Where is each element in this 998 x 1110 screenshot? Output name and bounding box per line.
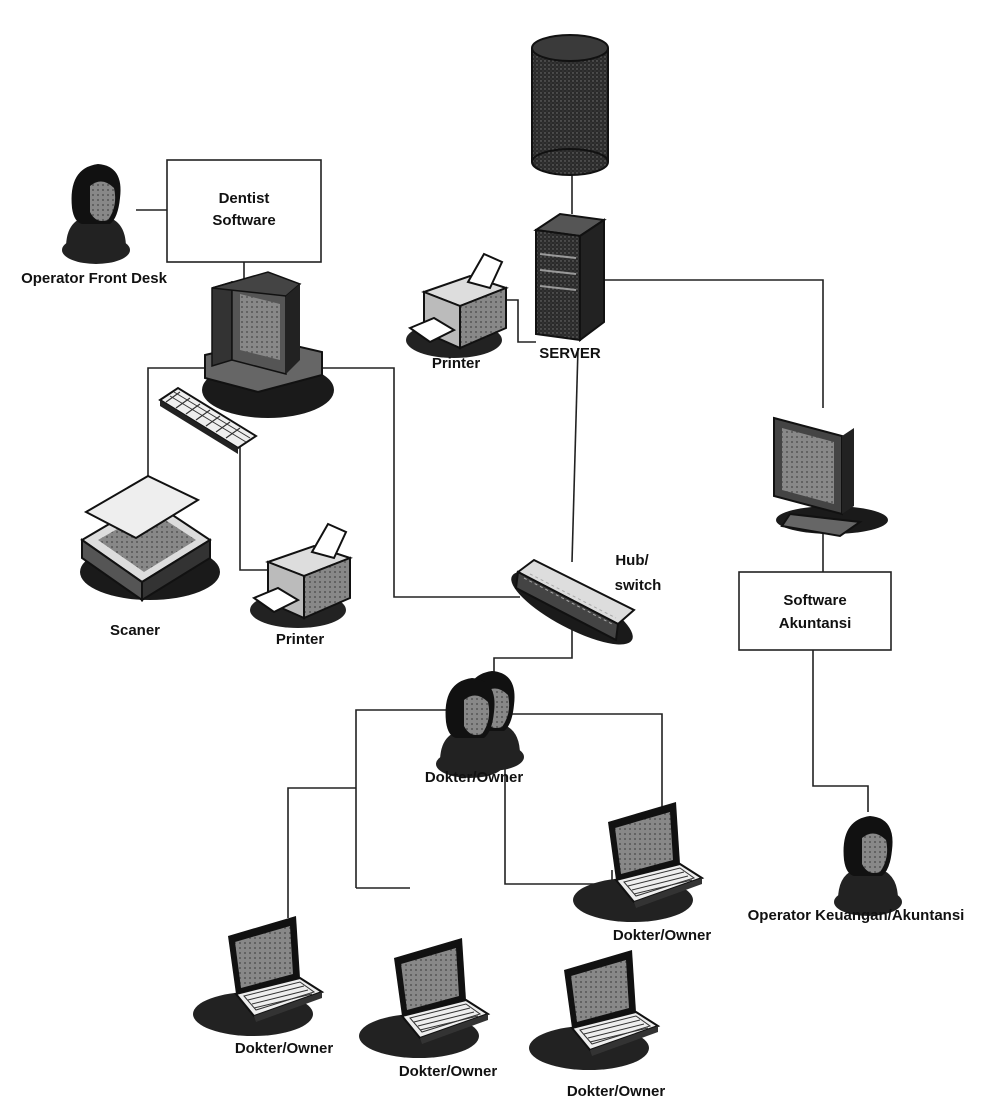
- wire-owner-right-tree: [508, 713, 663, 810]
- monitor-icon: [773, 416, 888, 538]
- operator-keuangan: Operator Keuangan/Akuntansi: [748, 816, 965, 924]
- laptop-right: Dokter/Owner: [572, 801, 712, 944]
- scanner-icon: [80, 474, 220, 602]
- printer-top: Printer: [405, 253, 507, 372]
- printer-left-label: Printer: [276, 631, 325, 648]
- dokter-owner-bottom-left-label: Dokter/Owner: [235, 1040, 334, 1057]
- dentist-software-line1: Dentist: [219, 190, 270, 207]
- keyboard-icon: [158, 386, 258, 454]
- database: [531, 34, 609, 176]
- server: SERVER: [533, 212, 607, 362]
- accounting-monitor: [773, 416, 888, 538]
- wire-software-akuntansi-to-operator: [812, 650, 869, 812]
- person-icon: [62, 164, 130, 264]
- dokter-owner-bottom-right-label: Dokter/Owner: [567, 1083, 666, 1100]
- dokter-owner-bottom-mid-label: Dokter/Owner: [399, 1063, 498, 1080]
- dentist-software-line2: Software: [212, 212, 275, 229]
- desktop-computer-icon: [202, 271, 334, 418]
- dokter-owner-center-label: Dokter/Owner: [425, 769, 524, 786]
- server-tower-icon: [533, 212, 607, 342]
- wire-owner-left-tree: [355, 709, 452, 888]
- hub-label-line1: Hub/: [615, 552, 649, 569]
- software-akuntansi-line1: Software: [783, 592, 846, 609]
- server-label: SERVER: [539, 345, 601, 362]
- operator-front-desk: Operator Front Desk: [21, 164, 168, 287]
- laptop-icon: [358, 937, 489, 1059]
- wire-owner-to-laptop-bottom-left: [287, 787, 356, 918]
- laptop-icon: [192, 915, 323, 1037]
- dokter-owner-right-label: Dokter/Owner: [613, 927, 712, 944]
- scanner: Scaner: [80, 474, 220, 639]
- wire-owner-to-laptop-bottom-right: [504, 720, 613, 885]
- hub-label-line2: switch: [615, 577, 662, 594]
- printer-icon: [405, 253, 507, 359]
- desktop-computer: [158, 271, 334, 454]
- software-akuntansi-line2: Akuntansi: [779, 615, 852, 632]
- network-connections: [136, 172, 869, 918]
- wire-server-to-hub: [571, 347, 579, 563]
- printer-icon: [249, 523, 351, 629]
- wire-desktop-to-hub: [300, 367, 520, 598]
- database-icon: [531, 34, 609, 176]
- laptop-icon: [528, 949, 659, 1071]
- laptop-icon: [572, 801, 703, 923]
- printer-top-label: Printer: [432, 355, 481, 372]
- laptop-bottom-mid: Dokter/Owner: [358, 937, 498, 1080]
- printer-left: Printer: [249, 523, 351, 648]
- laptop-bottom-right: Dokter/Owner: [528, 949, 666, 1100]
- hub-switch-icon: [511, 558, 636, 645]
- scanner-label: Scaner: [110, 622, 160, 639]
- software-akuntansi-box: Software Akuntansi: [738, 571, 892, 651]
- wire-desktop-to-printer: [239, 439, 268, 571]
- operator-keuangan-label: Operator Keuangan/Akuntansi: [748, 907, 965, 924]
- dokter-owner-center: Dokter/Owner: [425, 671, 524, 786]
- operator-front-desk-label: Operator Front Desk: [21, 270, 168, 287]
- person-icon: [834, 816, 902, 916]
- laptop-bottom-left: Dokter/Owner: [192, 915, 334, 1057]
- hub-switch: Hub/ switch: [511, 552, 662, 645]
- dentist-software-box: Dentist Software: [166, 159, 322, 263]
- wire-server-to-accounting: [604, 279, 824, 408]
